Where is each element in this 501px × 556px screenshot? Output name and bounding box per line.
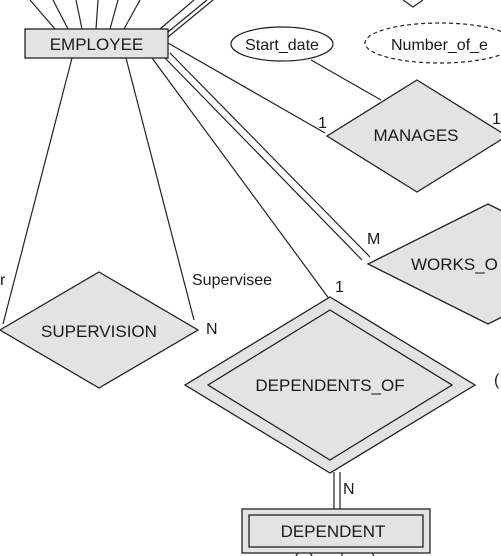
role-supervisee-label: Supervisee <box>192 272 272 289</box>
attribute-start-date[interactable]: Start_date <box>230 26 334 62</box>
relationship-dependents-of-label: DEPENDENTS_OF <box>255 376 404 395</box>
role-supervisor-fragment: r <box>0 272 6 289</box>
works-on-right-fragment: ( <box>494 372 500 389</box>
entity-employee[interactable]: EMPLOYEE <box>24 28 169 59</box>
relationship-dependents-of[interactable]: DEPENDENTS_OF <box>183 296 477 474</box>
supervisee-line <box>125 57 195 321</box>
relationship-manages-label: MANAGES <box>373 126 458 145</box>
relationship-supervision[interactable]: SUPERVISION <box>0 271 200 389</box>
cardinality-dependents-of-dependent: N <box>343 481 355 498</box>
attribute-start-date-label: Start_date <box>245 37 319 54</box>
relationship-works-on-label: WORKS_O <box>411 255 498 274</box>
start-date-link <box>310 59 382 101</box>
attribute-number-of-employees[interactable]: Number_of_e <box>364 22 501 64</box>
employee-dependents-of-line <box>151 57 331 301</box>
entity-dependent-label: DEPENDENT <box>281 522 386 541</box>
relationship-supervision-label: SUPERVISION <box>41 322 157 341</box>
cardinality-employee-dependents-of: 1 <box>335 279 344 296</box>
employee-manages-line <box>167 42 326 134</box>
relationship-manages[interactable]: MANAGES <box>325 79 501 193</box>
partial-top-shape <box>402 0 424 8</box>
cardinality-employee-manages: 1 <box>318 115 327 132</box>
attribute-number-of-employees-label: Number_of_e <box>391 37 488 54</box>
employee-top-lines <box>29 0 214 38</box>
cardinality-employee-works-on: M <box>367 231 380 248</box>
entity-employee-label: EMPLOYEE <box>50 35 144 54</box>
cardinality-supervisee: N <box>206 321 218 338</box>
employee-works-on-line-1 <box>163 56 363 261</box>
entity-dependent[interactable]: DEPENDENT <box>241 508 431 554</box>
employee-works-on-line-2 <box>169 52 371 258</box>
supervisor-line <box>2 57 73 325</box>
cardinality-manages-right: 1 <box>492 111 501 128</box>
relationship-works-on[interactable]: WORKS_O <box>366 203 501 325</box>
